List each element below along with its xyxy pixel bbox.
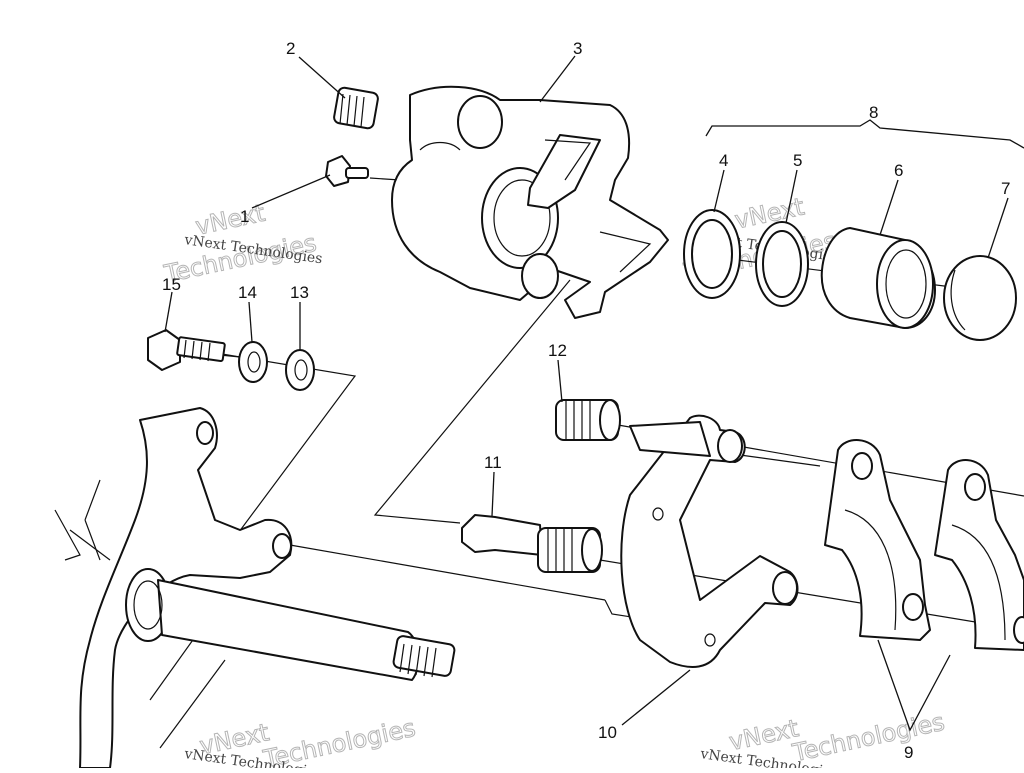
callout-4: 4 [719,151,728,170]
part-lock-washer [238,341,268,383]
callout-2: 2 [286,39,295,58]
callout-11: 11 [484,453,502,472]
part-piston [820,227,936,329]
callout-12: 12 [548,341,567,360]
part-mounting-bolt [147,329,226,371]
callout-9: 9 [904,743,913,762]
callout-13: 13 [290,283,309,302]
part-mounting-bracket [54,407,293,769]
callout-1: 1 [240,207,249,226]
part-guide-pin [125,568,456,681]
callout-5: 5 [793,151,802,170]
callout-10: 10 [598,723,617,742]
callout-7: 7 [1001,179,1010,198]
part-boot-12 [555,399,621,441]
watermark-technologies: Technologies [789,708,947,768]
part-dust-seal-5 [755,221,809,307]
part-caliper-body [391,85,669,319]
callout-labels: 2 3 1 4 5 6 7 8 15 14 13 12 11 10 9 [162,39,1010,762]
part-brake-pad-left [824,439,931,641]
part-brake-pad-right [934,459,1024,651]
callout-8: 8 [869,103,878,122]
watermark-brand: vNext [727,714,801,756]
part-bleeder-nipple [325,155,369,187]
callout-14: 14 [238,283,257,302]
part-slide-pin [461,514,603,573]
leader-lines [164,55,1009,732]
callout-15: 15 [162,275,181,294]
callout-6: 6 [894,161,903,180]
part-piston-seal-4 [683,209,741,299]
group-bracket-8 [705,119,1024,149]
part-piston-cap [943,255,1017,341]
part-flat-washer [285,349,315,391]
callout-3: 3 [573,39,582,58]
part-caliper-bracket [620,414,799,668]
